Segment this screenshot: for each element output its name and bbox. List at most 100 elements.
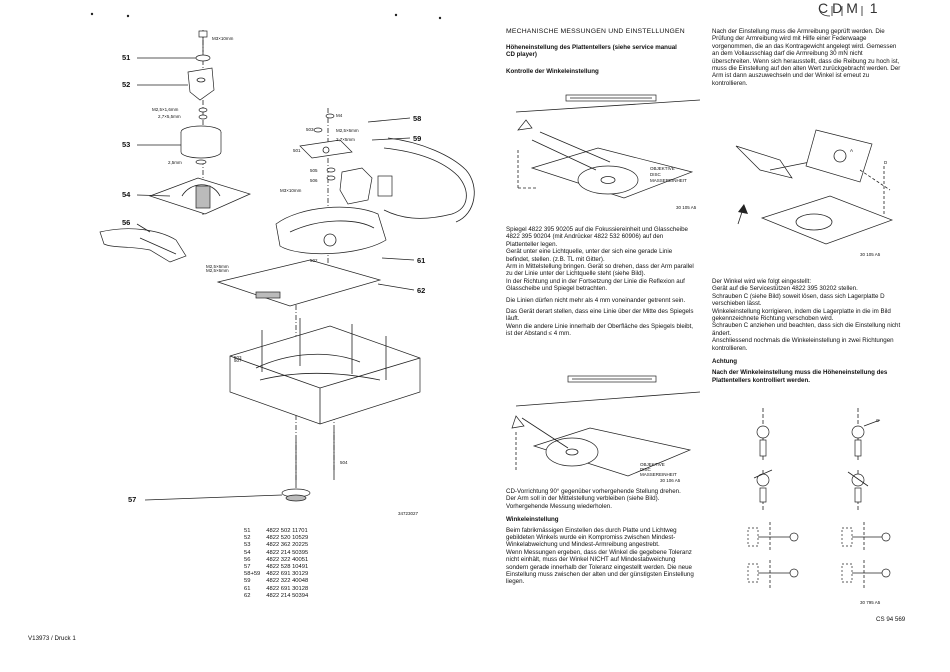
screw-label: 505 xyxy=(310,168,318,173)
callout-59: 59 xyxy=(413,134,422,143)
table-row: 54 4822 214 50395 xyxy=(244,550,314,557)
fig2-code: 30 106 A5 xyxy=(660,478,681,483)
table-row: 56 4822 322 40051 xyxy=(244,557,314,564)
logo-text: CDM 1 xyxy=(818,0,882,16)
paragraph: Gerät auf die Servicestützen 4822 395 30… xyxy=(712,285,858,293)
paragraph: Vorhergehende Messung wiederholen. xyxy=(506,502,612,510)
screw-label: M4 xyxy=(336,113,343,118)
attention-heading: Achtung xyxy=(712,358,738,366)
paragraph: Der Winkel wird wie folgt eingestellt: xyxy=(712,278,812,285)
paragraph: Das Gerät derart stellen, dass eine Lini… xyxy=(506,308,694,323)
diagram-label-c: C xyxy=(876,418,880,423)
fig2-label: DISC xyxy=(640,467,651,472)
angle-adjust-figure xyxy=(735,5,893,245)
subheading-angle-check: Kontrolle der Winkeleinstellung xyxy=(506,68,599,75)
callout-62: 62 xyxy=(417,286,426,295)
subheading-angle-setting: Winkeleinstellung xyxy=(506,516,559,524)
subheading-height: Höheneinstellung des Plattentellers (sie… xyxy=(506,44,677,59)
paragraph: Schrauben C anziehen und beachten, dass … xyxy=(712,322,901,337)
diagram-code: 30 795 A5 xyxy=(860,600,881,605)
paragraph: Der Arm soll in der Mittelstellung verbl… xyxy=(506,495,660,503)
screw-label: 501 xyxy=(293,148,301,153)
figure-code: 34723027 xyxy=(398,511,419,516)
paragraph: Schrauben C (siehe Bild) soweit lösen, d… xyxy=(712,292,885,308)
part-position: 59 xyxy=(244,578,251,585)
paragraph: Spiegel 4822 395 90205 auf die Fokussier… xyxy=(506,226,688,248)
part-number: 4822 691 30128 xyxy=(266,585,309,592)
callout-54: 54 xyxy=(122,190,131,199)
screw-label: 2,7×5mm xyxy=(336,137,355,142)
callout-56: 56 xyxy=(122,218,131,227)
part-number: 4822 691 30129 xyxy=(266,571,309,578)
part-position: 51 xyxy=(244,528,251,534)
fig2-label: MASSEREINHEIT xyxy=(640,472,677,477)
callout-61: 61 xyxy=(417,256,426,265)
fig1-label: DISC xyxy=(650,172,661,177)
callout-57: 57 xyxy=(128,495,137,504)
table-row: 57 4822 528 10491 xyxy=(244,564,314,571)
table-row: 53 4822 362 20225 xyxy=(244,542,314,549)
fig1-label: OBJEKTIVE xyxy=(650,166,675,171)
paragraph: CD-Vorrichtung 90° gegenüber vorhergehen… xyxy=(506,488,681,495)
part-position: 56 xyxy=(244,556,251,563)
paragraph: Anschliessend nochmals die Winkeleinstel… xyxy=(712,337,894,352)
footer-left: V13973 / Druck 1 xyxy=(28,635,76,642)
lever-adjustment-diagrams xyxy=(747,408,891,590)
footer-right: CS 94 569 xyxy=(876,616,906,623)
part-position: 54 xyxy=(244,549,251,556)
paragraph: Wenn die andere Linie innerhalb der Ober… xyxy=(506,322,694,338)
part-position: 58+59 xyxy=(244,571,261,578)
screw-label: M2,5×6mm xyxy=(336,128,359,133)
paragraph: Gerät unter eine Lichtquelle, unter der … xyxy=(506,248,673,263)
part-number: 4822 362 20225 xyxy=(266,542,309,549)
paragraph: Die Linien dürfen nicht mehr als 4 mm vo… xyxy=(506,296,686,304)
paragraph: In der Richtung und in der Fortsetzung d… xyxy=(506,277,685,293)
paragraph: Arm in Mittelstellung bringen. Gerät so … xyxy=(506,263,694,278)
part-position: 61 xyxy=(244,585,251,592)
screw-label: M3×10mm xyxy=(212,36,234,41)
screw-label: 2,5mm xyxy=(168,160,182,165)
part-number: 4822 528 10491 xyxy=(266,564,309,571)
screw-label: 503 xyxy=(234,355,242,360)
screw-label: M2,5×6mm xyxy=(206,264,229,269)
part-position: 57 xyxy=(244,564,251,571)
section-title: MECHANISCHE MESSUNGEN UND EINSTELLUNGEN xyxy=(506,28,685,35)
part-number: 4822 214 50395 xyxy=(266,549,309,556)
mirror-check-figure-2 xyxy=(511,375,701,477)
fig-label-a: A xyxy=(850,148,854,153)
screw-label: 503 xyxy=(306,127,314,132)
screw-label: M2,5×6mm xyxy=(206,268,229,273)
screw-label: 504 xyxy=(340,460,348,465)
callout-51: 51 xyxy=(122,53,131,62)
fig1-label: MASSEREINHEIT xyxy=(650,178,687,183)
paragraph: Beim fabrikmässigen Einstellen des durch… xyxy=(506,526,677,549)
fig1-code: 30 105 A5 xyxy=(676,205,697,210)
part-position: 52 xyxy=(244,535,251,542)
screw-label: M3×10mm xyxy=(280,188,302,193)
middle-text-block-1: Spiegel 4822 395 90205 auf die Fokussier… xyxy=(506,226,696,338)
table-row: 61 4822 691 30128 xyxy=(244,586,314,593)
fig-label-d: D xyxy=(884,160,888,165)
part-number: 4822 214 50394 xyxy=(266,592,309,599)
attention-text: Nach der Winkeleinstellung muss die Höhe… xyxy=(712,369,888,384)
fig2-label: OBJEKTIVE xyxy=(640,462,665,467)
part-number: 4822 502 11701 xyxy=(266,528,308,534)
part-number: 4822 322 40048 xyxy=(266,578,309,585)
right-paragraph-friction: Nach der Einstellung muss die Armreibung… xyxy=(712,28,901,87)
screw-label: 2,7×5,5mm xyxy=(158,114,181,119)
screw-label: M2,5×1,6mm xyxy=(152,107,179,112)
paragraph: Wenn Messungen ergeben, dass der Winkel … xyxy=(506,548,694,586)
part-position: 62 xyxy=(244,592,251,599)
right-fig-code: 30 105 A5 xyxy=(860,252,881,257)
table-row: 58+59 4822 691 30129 xyxy=(244,571,314,578)
paragraph: Winkeleinstellung korrigieren, indem die… xyxy=(712,307,891,323)
part-number: 4822 322 40051 xyxy=(266,556,309,563)
part-position: 53 xyxy=(244,542,251,549)
table-row: 62 4822 214 50394 xyxy=(244,593,314,600)
callout-52: 52 xyxy=(122,80,131,89)
screw-label: 506 xyxy=(310,178,318,183)
screw-label: 502 xyxy=(310,258,318,263)
